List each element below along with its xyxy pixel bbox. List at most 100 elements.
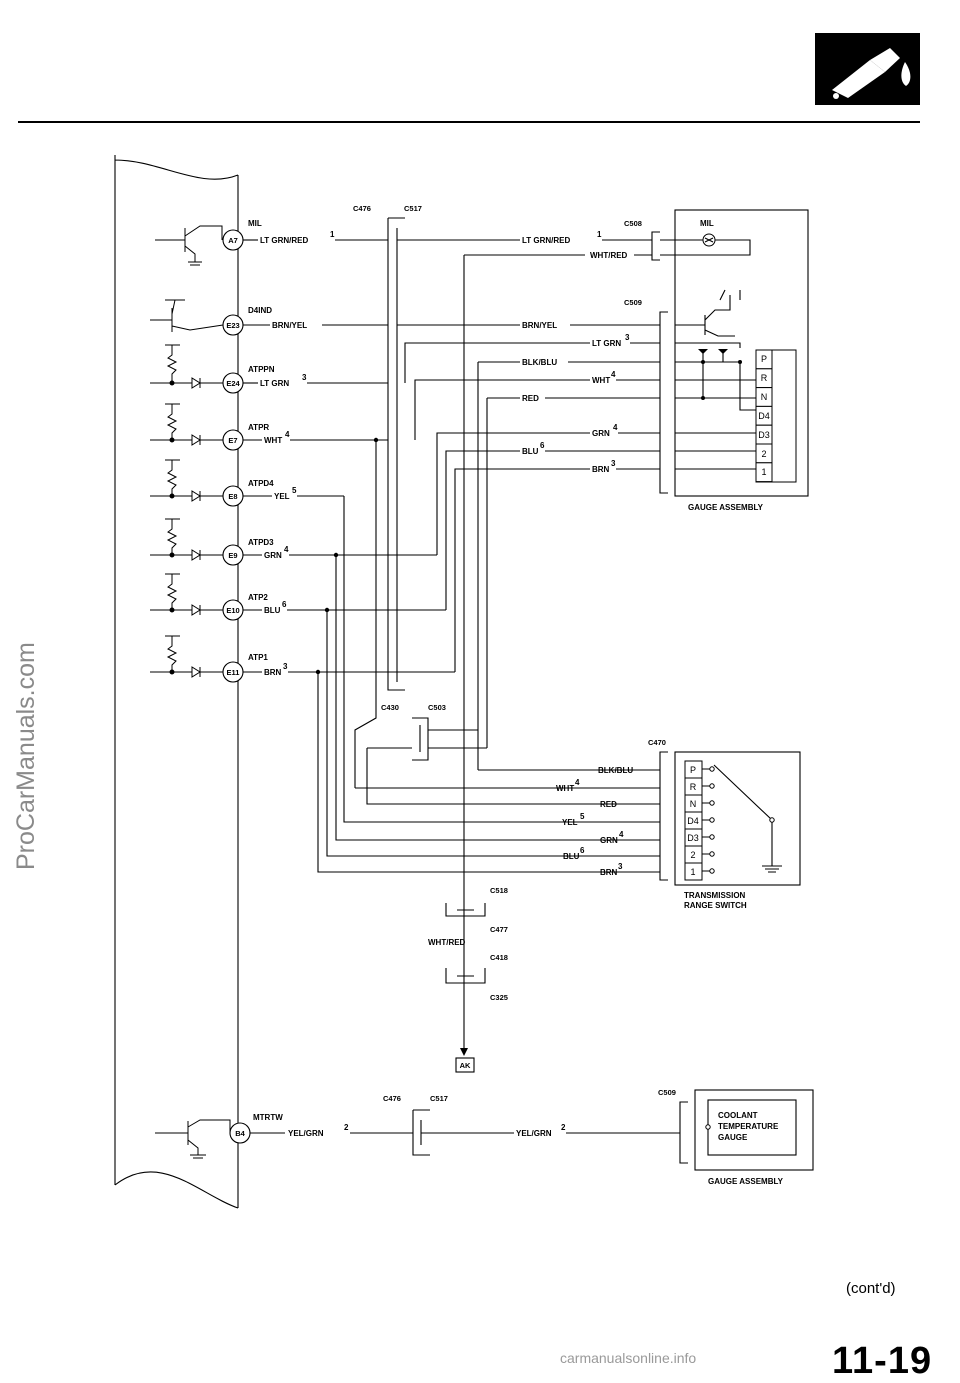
svg-text:2: 2 <box>344 1123 349 1132</box>
ecu-pin-E9: E9 ATPD3 GRN 4 <box>222 538 437 566</box>
svg-text:BLU: BLU <box>563 852 580 861</box>
fuel-nozzle-icon <box>815 33 920 105</box>
svg-text:ATPPN: ATPPN <box>248 365 275 374</box>
ecu-pin-E24: E24 ATPPN LT GRN 3 <box>222 365 388 394</box>
svg-text:C476: C476 <box>353 204 371 213</box>
svg-text:3: 3 <box>625 333 630 342</box>
ground-path: C518 C477 WHT/RED C418 C325 AK <box>428 886 508 1073</box>
svg-text:BRN/YEL: BRN/YEL <box>272 321 307 330</box>
svg-text:BLK/BLU: BLK/BLU <box>522 358 557 367</box>
svg-text:WHT/RED: WHT/RED <box>428 938 466 947</box>
transmission-range-switch: P R N D4 D3 2 1 TRANSMISSION RANGE SWITC <box>659 751 801 910</box>
svg-text:RED: RED <box>600 800 617 809</box>
svg-text:3: 3 <box>611 459 616 468</box>
watermark: ProCarManuals.com <box>12 642 40 870</box>
svg-text:BLU: BLU <box>264 606 281 615</box>
svg-text:MTRTW: MTRTW <box>253 1113 283 1122</box>
svg-text:BLU: BLU <box>522 447 539 456</box>
svg-text:4: 4 <box>613 423 618 432</box>
svg-text:E23: E23 <box>226 321 239 330</box>
svg-text:C418: C418 <box>490 953 508 962</box>
svg-text:YEL: YEL <box>562 818 578 827</box>
svg-text:4: 4 <box>575 778 580 787</box>
svg-text:WHT: WHT <box>592 376 610 385</box>
continued-label: (cont'd) <box>846 1280 896 1297</box>
footer-site: carmanualsonline.info <box>560 1350 697 1366</box>
svg-text:BRN/YEL: BRN/YEL <box>522 321 557 330</box>
svg-text:E24: E24 <box>226 379 240 388</box>
ecu-pin-A7: A7 MIL LT GRN/RED 1 <box>222 219 388 251</box>
ground-ref: AK <box>460 1061 471 1070</box>
svg-text:GAUGE: GAUGE <box>718 1133 748 1142</box>
svg-text:E8: E8 <box>228 492 237 501</box>
svg-text:LT GRN: LT GRN <box>592 339 621 348</box>
svg-text:COOLANT: COOLANT <box>718 1111 758 1120</box>
svg-text:C477: C477 <box>490 925 508 934</box>
svg-text:C430: C430 <box>381 703 399 712</box>
svg-text:N: N <box>761 392 768 402</box>
svg-text:ATP2: ATP2 <box>248 593 268 602</box>
coolant-temperature-gauge: C476 C517 YEL/GRN 2 C509 COOLANT TEMPERA… <box>383 1088 814 1186</box>
svg-text:1: 1 <box>761 467 766 477</box>
gauge-assembly-top: C508 C509 MIL P R N D4 D3 2 <box>624 209 809 512</box>
svg-text:R: R <box>690 782 697 792</box>
svg-text:ATPR: ATPR <box>248 423 269 432</box>
svg-text:5: 5 <box>580 812 585 821</box>
mil-label: MIL <box>700 219 714 228</box>
ecu-pin-E7: E7 ATPR WHT 4 <box>222 423 388 451</box>
svg-text:C503: C503 <box>428 703 446 712</box>
svg-text:TEMPERATURE: TEMPERATURE <box>718 1122 779 1131</box>
svg-text:D4: D4 <box>687 816 699 826</box>
svg-text:WHT: WHT <box>556 784 574 793</box>
wire-label: LT GRN/RED <box>260 236 309 245</box>
svg-text:P: P <box>761 354 767 364</box>
svg-text:E9: E9 <box>228 551 237 560</box>
svg-text:BRN: BRN <box>600 868 618 877</box>
ecu-pin-B4: B4 MTRTW YEL/GRN 2 <box>229 1113 413 1144</box>
svg-text:ATP1: ATP1 <box>248 653 268 662</box>
svg-text:RANGE SWITCH: RANGE SWITCH <box>684 901 747 910</box>
svg-text:1: 1 <box>330 230 335 239</box>
svg-text:BRN: BRN <box>592 465 610 474</box>
svg-text:C470: C470 <box>648 738 666 747</box>
svg-text:P: P <box>690 765 696 775</box>
svg-text:YEL: YEL <box>274 492 290 501</box>
svg-text:E11: E11 <box>227 668 240 677</box>
svg-text:C509: C509 <box>624 298 642 307</box>
top-harness: LT GRN/RED 1 WHT/RED BRN/YEL LT GRN 3 BL… <box>397 230 660 910</box>
svg-text:C508: C508 <box>624 219 642 228</box>
svg-text:N: N <box>690 799 697 809</box>
svg-text:E10: E10 <box>226 606 239 615</box>
ecu-pin-E11: E11 ATP1 BRN 3 <box>222 653 455 683</box>
svg-text:4: 4 <box>619 830 624 839</box>
ecu-pin-E10: E10 ATP2 BLU 6 <box>222 593 446 621</box>
svg-text:YEL/GRN: YEL/GRN <box>288 1129 324 1138</box>
svg-text:2: 2 <box>761 449 766 459</box>
svg-text:2: 2 <box>690 850 695 860</box>
page-number: 11-19 <box>832 1340 933 1382</box>
svg-text:C476: C476 <box>383 1094 401 1103</box>
svg-text:BRN: BRN <box>264 668 282 677</box>
svg-text:GRN: GRN <box>264 551 282 560</box>
pin-label: A7 <box>228 236 238 245</box>
svg-text:LT GRN/RED: LT GRN/RED <box>522 236 571 245</box>
svg-text:YEL/GRN: YEL/GRN <box>516 1129 552 1138</box>
connector-c476-c517: C476 C517 <box>353 204 422 691</box>
svg-text:3: 3 <box>283 662 288 671</box>
svg-text:6: 6 <box>282 600 287 609</box>
svg-text:4: 4 <box>284 545 289 554</box>
svg-text:R: R <box>761 373 768 383</box>
svg-text:D4: D4 <box>758 411 770 421</box>
svg-text:GRN: GRN <box>592 429 610 438</box>
svg-text:D4IND: D4IND <box>248 306 272 315</box>
svg-text:C517: C517 <box>404 204 422 213</box>
svg-text:GRN: GRN <box>600 836 618 845</box>
svg-text:3: 3 <box>302 373 307 382</box>
svg-text:3: 3 <box>618 862 623 871</box>
svg-text:6: 6 <box>580 846 585 855</box>
svg-text:D3: D3 <box>687 833 699 843</box>
svg-text:6: 6 <box>540 441 545 450</box>
svg-text:RED: RED <box>522 394 539 403</box>
svg-text:ATPD4: ATPD4 <box>248 479 274 488</box>
svg-text:C517: C517 <box>430 1094 448 1103</box>
